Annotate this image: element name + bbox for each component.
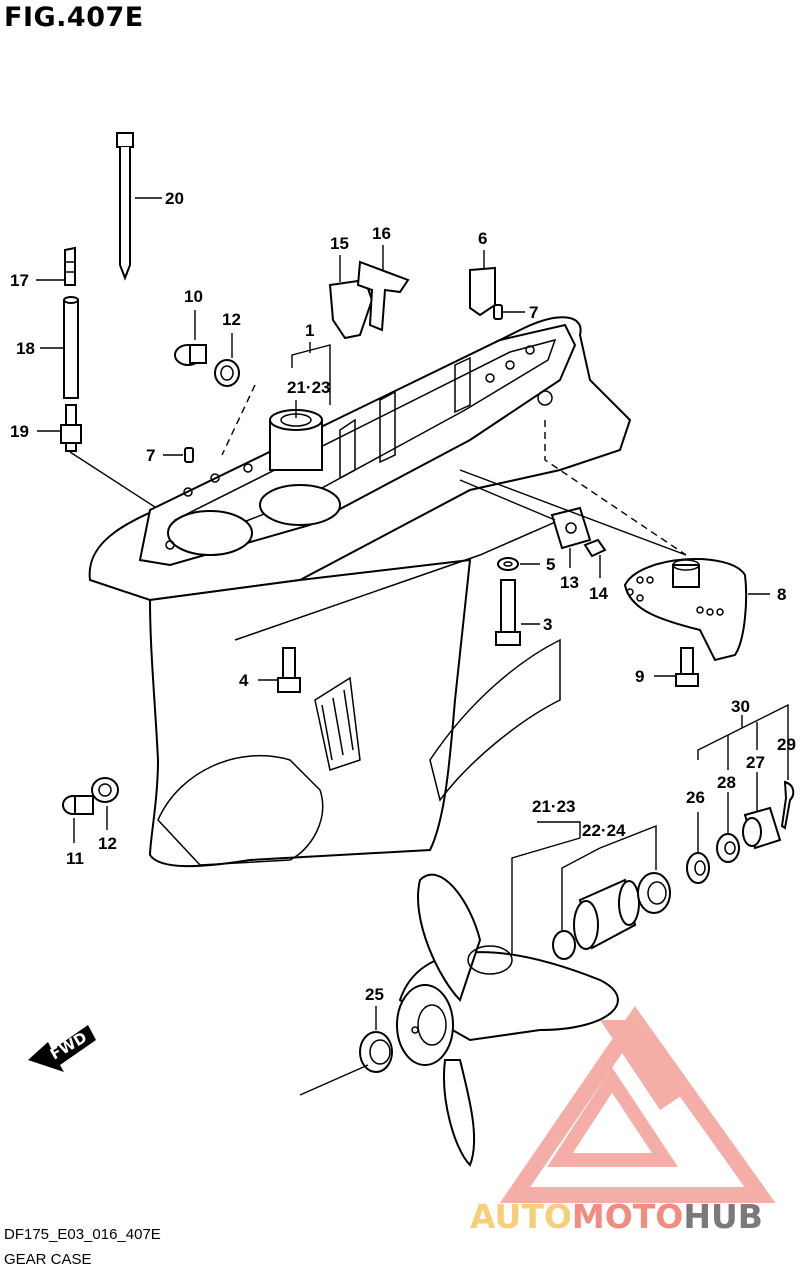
watermark-logo bbox=[499, 1006, 776, 1203]
callout-17: 17 bbox=[10, 271, 29, 290]
callout-1: 1 bbox=[305, 321, 314, 340]
part-thrust-washer-25 bbox=[299, 1006, 393, 1096]
part-bolt-14 bbox=[583, 538, 607, 578]
watermark-auto: AUTO bbox=[470, 1197, 572, 1236]
callout-5: 5 bbox=[546, 555, 555, 574]
part-dowel-pin-7a bbox=[493, 304, 525, 320]
callout-7a: 7 bbox=[529, 303, 538, 322]
part-fitting-19 bbox=[37, 404, 176, 521]
part-gear-case-1 bbox=[88, 316, 632, 868]
part-drain-plug-11 bbox=[62, 795, 94, 843]
part-bolt-4 bbox=[258, 647, 301, 693]
part-cotter-pin-29 bbox=[780, 755, 795, 830]
callout-30: 30 bbox=[731, 697, 750, 716]
watermark-text: AUTOMOTOHUB bbox=[470, 1197, 763, 1236]
figure-code: DF175_E03_016_407E bbox=[4, 1226, 161, 1243]
callout-27: 27 bbox=[746, 753, 765, 772]
callout-19: 19 bbox=[10, 422, 29, 441]
callout-28: 28 bbox=[717, 773, 736, 792]
watermark-moto: MOTO bbox=[572, 1197, 683, 1236]
figure-title: FIG.407E bbox=[4, 2, 144, 33]
part-cable-tie-20 bbox=[116, 132, 162, 281]
callout-21-23: 21·23 bbox=[532, 797, 575, 816]
callout-10: 10 bbox=[184, 287, 203, 306]
part-clip-16 bbox=[356, 245, 410, 332]
callout-2: 21·23 bbox=[287, 378, 330, 397]
part-gasket-12b bbox=[91, 777, 119, 830]
callout-4: 4 bbox=[239, 671, 249, 690]
watermark-hub: HUB bbox=[683, 1197, 763, 1236]
part-plug-10 bbox=[174, 310, 207, 366]
callout-14: 14 bbox=[589, 584, 608, 603]
callout-12a: 12 bbox=[222, 310, 241, 329]
part-dowel-pin-7b bbox=[163, 447, 194, 463]
callout-8: 8 bbox=[777, 585, 786, 604]
callout-3: 3 bbox=[543, 615, 552, 634]
part-cover-6 bbox=[469, 250, 496, 317]
callout-22-24: 22·24 bbox=[582, 821, 626, 840]
callout-6: 6 bbox=[478, 229, 487, 248]
part-washer-28 bbox=[716, 792, 740, 863]
part-tube-18 bbox=[40, 296, 79, 399]
callout-29: 29 bbox=[777, 735, 796, 754]
callout-25: 25 bbox=[365, 985, 384, 1004]
callout-16: 16 bbox=[372, 224, 391, 243]
part-spacer-22 bbox=[552, 930, 576, 960]
part-gasket-12a bbox=[214, 333, 256, 456]
part-nut-27 bbox=[742, 772, 782, 850]
part-propeller bbox=[396, 873, 619, 1167]
fwd-arrow-icon: FWD bbox=[28, 1025, 96, 1072]
callout-18: 18 bbox=[16, 339, 35, 358]
callout-13: 13 bbox=[560, 573, 579, 592]
callout-15: 15 bbox=[330, 234, 349, 253]
callout-11: 11 bbox=[66, 849, 84, 868]
callout-7b: 7 bbox=[146, 446, 155, 465]
part-washer-26 bbox=[686, 812, 710, 884]
part-bushing-21 bbox=[573, 878, 640, 950]
leader-lines-30 bbox=[697, 703, 789, 770]
figure-name: GEAR CASE bbox=[4, 1251, 92, 1268]
part-trim-tab-8 bbox=[459, 420, 770, 662]
part-spacer-24 bbox=[637, 872, 671, 914]
part-bolt-3 bbox=[495, 579, 540, 646]
callout-9: 9 bbox=[635, 667, 644, 686]
callout-26: 26 bbox=[686, 788, 705, 807]
part-hose-connector-17 bbox=[36, 246, 76, 286]
leader-lines-21-24 bbox=[511, 821, 657, 955]
part-anode-13 bbox=[459, 479, 592, 568]
callout-20: 20 bbox=[165, 189, 184, 208]
callout-12b: 12 bbox=[98, 834, 117, 853]
part-washer-5 bbox=[497, 557, 540, 571]
part-bolt-9 bbox=[654, 647, 699, 687]
